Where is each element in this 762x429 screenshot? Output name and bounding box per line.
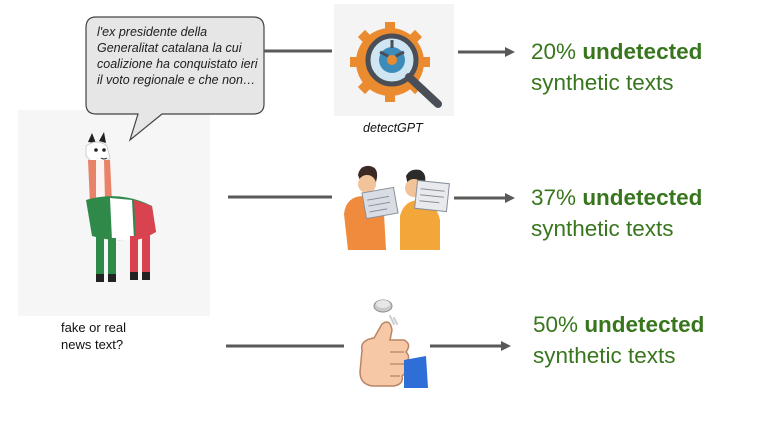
result-rest: synthetic texts [531, 70, 674, 95]
caption-line-1: fake or real [61, 320, 127, 335]
llama-icon [85, 132, 156, 282]
result-humans: 37% undetected synthetic texts [531, 182, 702, 244]
coin-flip-thumb-icon [359, 299, 428, 388]
result-undetected: undetected [582, 39, 703, 64]
result-percent: 20% [531, 39, 577, 64]
result-coin: 50% undetected synthetic texts [533, 309, 704, 371]
result-rest: synthetic texts [533, 343, 676, 368]
result-detectgpt: 20% undetected synthetic texts [531, 36, 702, 98]
result-percent: 50% [533, 312, 579, 337]
result-percent: 37% [531, 185, 577, 210]
magnifier-gear-icon [350, 22, 442, 108]
speech-bubble [85, 16, 265, 142]
result-undetected: undetected [584, 312, 705, 337]
caption-line-2: news text? [61, 337, 124, 352]
detector-label: detectGPT [363, 121, 423, 135]
bubble-text: l'ex presidente della Generalitat catala… [97, 25, 258, 87]
people-reading-newspaper-icon [344, 165, 450, 250]
result-rest: synthetic texts [531, 216, 674, 241]
result-undetected: undetected [582, 185, 703, 210]
